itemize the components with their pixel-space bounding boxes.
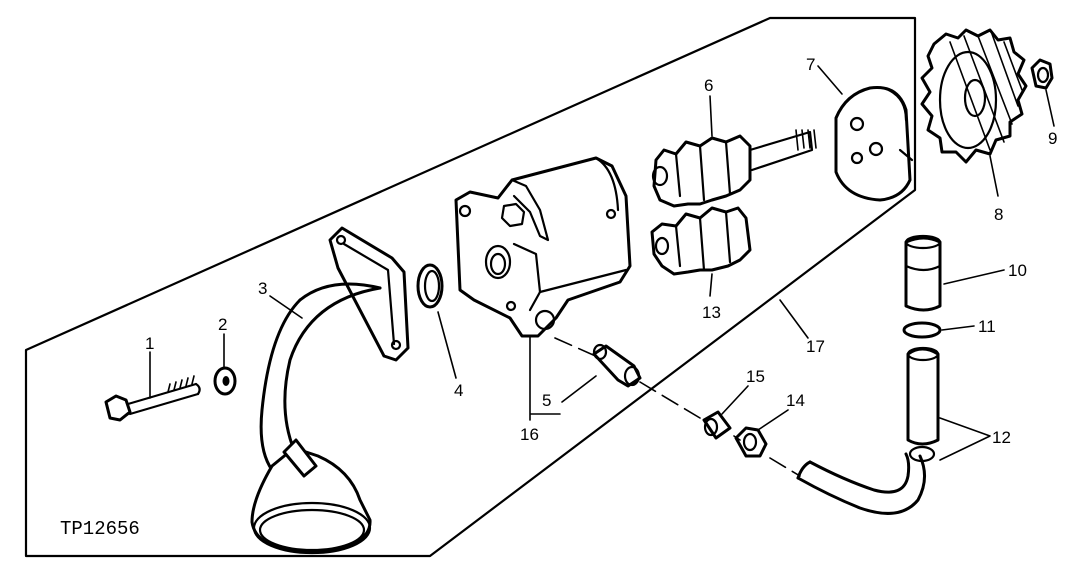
callout-7: 7 bbox=[806, 55, 815, 74]
fitting-plug bbox=[592, 343, 642, 388]
oil-intake-strainer bbox=[250, 226, 410, 555]
callout-16: 16 bbox=[520, 425, 539, 444]
assembly-boundary bbox=[24, 16, 917, 558]
pump-housing bbox=[454, 156, 632, 338]
callout-5: 5 bbox=[542, 391, 551, 410]
callout-9: 9 bbox=[1048, 129, 1057, 148]
figure-code: TP12656 bbox=[60, 518, 140, 540]
washer bbox=[213, 366, 237, 396]
pump-cover bbox=[834, 85, 914, 202]
callout-13: 13 bbox=[702, 303, 721, 322]
callout-6: 6 bbox=[704, 76, 713, 95]
o-ring bbox=[416, 263, 444, 309]
callout-3: 3 bbox=[258, 279, 267, 298]
callout-2: 2 bbox=[218, 315, 227, 334]
hex-nut-9 bbox=[1030, 58, 1054, 90]
callout-10: 10 bbox=[1008, 261, 1027, 280]
callout-15: 15 bbox=[746, 367, 765, 386]
hose-tube bbox=[796, 346, 940, 515]
callout-14: 14 bbox=[786, 391, 805, 410]
callout-11: 11 bbox=[978, 317, 996, 336]
helical-drive-gear bbox=[920, 28, 1028, 164]
tube-sleeve bbox=[904, 234, 942, 312]
leader-lines bbox=[149, 65, 1055, 461]
callout-1: 1 bbox=[145, 334, 154, 353]
driven-gear bbox=[650, 206, 752, 276]
o-ring-11 bbox=[902, 321, 942, 339]
callout-17: 17 bbox=[806, 337, 825, 356]
cap-screw bbox=[104, 375, 201, 422]
hex-nut-14 bbox=[734, 426, 768, 458]
small-sleeve bbox=[702, 410, 732, 440]
assembly-centerline bbox=[554, 337, 801, 477]
callout-12: 12 bbox=[992, 428, 1011, 447]
drive-gear-shaft bbox=[651, 129, 817, 208]
callout-4: 4 bbox=[454, 381, 463, 400]
callout-8: 8 bbox=[994, 205, 1003, 224]
callout-labels: 1 2 3 4 5 6 7 8 9 10 11 12 13 14 15 16 1… bbox=[145, 55, 1057, 447]
